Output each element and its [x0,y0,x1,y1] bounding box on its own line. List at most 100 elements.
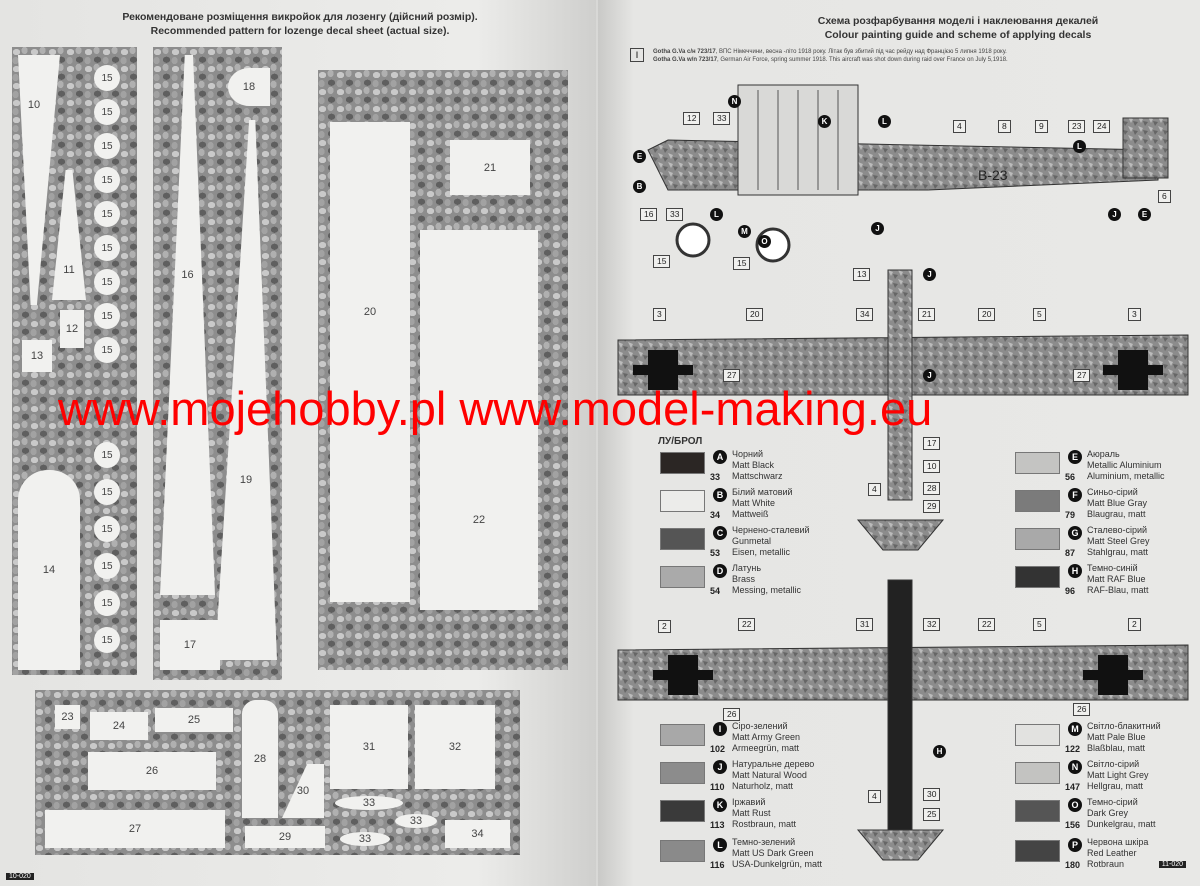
colour-letter-K: K [713,798,727,812]
decal-15-circle: 15 [94,627,120,653]
colour-swatch-B [660,490,705,512]
colour-name-de: Aluminium, metallic [1087,471,1165,481]
colour-name-uk: Латунь [732,563,762,573]
callout-2: 2 [658,620,671,633]
colour-name-uk: Темно-синій [1087,563,1138,573]
colour-swatch-H [1015,566,1060,588]
callout-17: 17 [923,437,941,450]
colour-swatch-D [660,566,705,588]
colour-letter-F: F [1068,488,1082,502]
variant-uk: , ВПС Німеччини, весна -літо 1918 року. … [715,49,1007,55]
colour-name-uk: Світло-сірий [1087,759,1140,769]
decal-15-circle: 15 [94,590,120,616]
callout-E: E [633,150,646,163]
callout-26: 26 [1073,703,1091,716]
callout-25: 25 [923,808,941,821]
decal-25: 25 [155,708,233,732]
colour-code: 116 [710,860,725,870]
colour-name-de: Rotbraun [1087,859,1125,869]
colour-swatch-K [660,800,705,822]
callout-15: 15 [733,257,751,270]
callout-J: J [871,222,884,235]
callout-26: 26 [723,708,741,721]
callout-H: H [933,745,946,758]
colour-name-en: Matt US Dark Green [732,848,814,858]
callout-33: 33 [713,112,731,125]
decal-13: 13 [22,340,52,372]
colour-letter-C: C [713,526,727,540]
colour-swatch-A [660,452,705,474]
colour-swatch-E [1015,452,1060,474]
colour-letter-I: I [713,722,727,736]
decal-15-circle: 15 [94,337,120,363]
callout-15: 15 [653,255,671,268]
callout-16: 16 [640,208,658,221]
decal-15-circle: 15 [94,65,120,91]
colour-code: 156 [1065,820,1081,830]
callout-3: 3 [653,308,666,321]
callout-3: 3 [1128,308,1141,321]
callout-K: K [818,115,831,128]
colour-letter-D: D [713,564,727,578]
variant-uk-id: Gotha G.Va c/н 723/17 [653,49,716,55]
colour-name-de: Mattweiß [732,509,769,519]
callout-4: 4 [953,120,966,133]
legend-heading: ЛУ/БРОЛ [658,436,703,447]
colour-code: 33 [710,472,721,482]
callout-30: 30 [923,788,941,801]
colour-name-uk: Іржавий [732,797,766,807]
decal-17: 17 [160,620,220,670]
side-view: B-23 [647,84,1169,263]
callout-23: 23 [1068,120,1086,133]
decal-15-circle: 15 [94,553,120,579]
colour-name-en: Brass [732,574,756,584]
colour-name-de: Naturholz, matt [732,781,794,791]
colour-name-uk: Білий матовий [732,487,793,497]
callout-L: L [1073,140,1086,153]
pattern-title: Рекомендоване розміщення викройок для ло… [80,10,520,38]
decal-22: 22 [420,230,538,610]
colour-code: 180 [1065,860,1081,870]
colour-name-de: Hellgrau, matt [1087,781,1144,791]
decal-15-circle: 15 [94,133,120,159]
callout-9: 9 [1035,120,1048,133]
callout-13: 13 [853,268,871,281]
decal-12: 12 [60,310,84,348]
colour-letter-A: A [713,450,727,464]
callout-O: O [758,235,771,248]
callout-8: 8 [998,120,1011,133]
decal-15-circle: 15 [94,167,120,193]
colour-name-de: Stahlgrau, matt [1087,547,1149,557]
callout-4: 4 [868,790,881,803]
top-view [617,269,1189,551]
callout-J: J [923,369,936,382]
callout-32: 32 [923,618,941,631]
colour-name-uk: Темно-зелений [732,837,796,847]
colour-name-en: Matt White [732,498,776,508]
colour-swatch-P [1015,840,1060,862]
colour-swatch-M [1015,724,1060,746]
callout-L: L [710,208,723,221]
decal-33c: 33 [395,814,437,828]
colour-name-de: Eisen, metallic [732,547,791,557]
callout-6: 6 [1158,190,1171,203]
decal-15-circle: 15 [94,269,120,295]
colour-name-en: Dark Grey [1087,808,1129,818]
page-number-left: 10-020 [6,873,34,880]
colour-code: 122 [1065,744,1081,754]
colour-name-uk: Чернено-сталевий [732,525,810,535]
variant-description: Gotha G.Va c/н 723/17, ВПС Німеччини, ве… [653,48,1008,64]
colour-code: 56 [1065,472,1076,482]
colour-letter-L: L [713,838,727,852]
colour-name-uk: Аюраль [1087,449,1120,459]
decal-33b: 33 [340,832,390,846]
colour-name-de: Blaugrau, matt [1087,509,1146,519]
page-number-right: 11-020 [1158,861,1186,868]
colour-swatch-I [660,724,705,746]
